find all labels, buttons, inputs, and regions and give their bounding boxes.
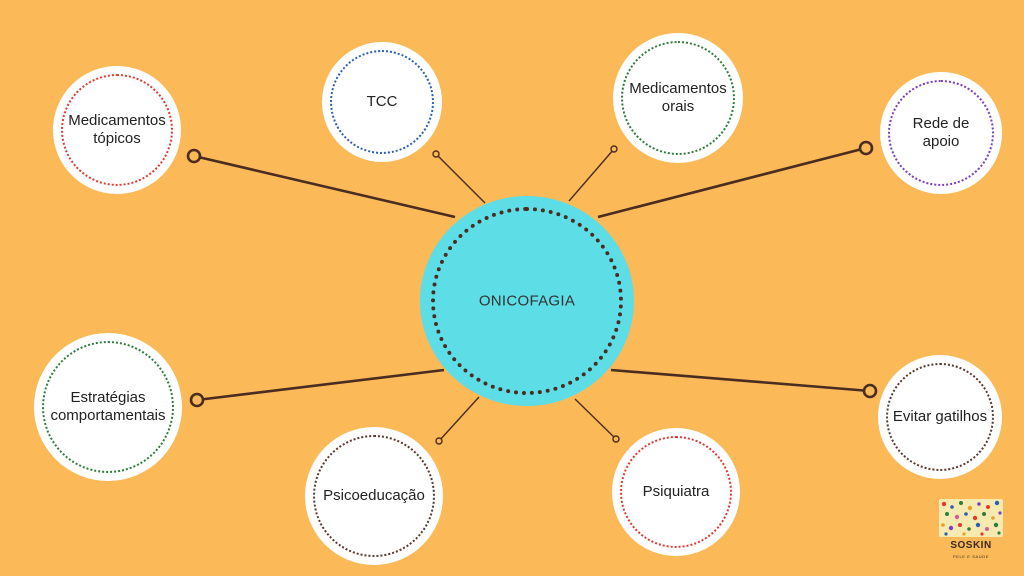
connector-endpoint [435, 437, 443, 445]
connector-rede-de-apoio [597, 140, 874, 219]
node-label: Medicamentos orais [629, 80, 727, 115]
connector-line [568, 148, 615, 202]
connector-endpoint [858, 140, 874, 156]
connector-endpoint [612, 435, 620, 443]
node-label: Evitar gatilhos [892, 408, 988, 425]
connector-estrategias-comportamentais [189, 368, 445, 408]
node-ring [621, 41, 735, 155]
node-medicamentos-topicos: Medicamentos tópicos [53, 66, 181, 194]
node-ring [620, 436, 732, 548]
node-medicamentos-orais: Medicamentos orais [613, 33, 743, 163]
connector-endpoint [432, 150, 440, 158]
center-node-label: ONICOFAGIA [478, 292, 576, 310]
node-ring [888, 80, 994, 186]
connector-endpoint [189, 392, 205, 408]
node-ring [42, 341, 174, 473]
node-tcc: TCC [322, 42, 442, 162]
connector-line [193, 154, 456, 219]
connector-line [435, 153, 486, 204]
connector-line [597, 146, 867, 219]
node-psiquiatra: Psiquiatra [612, 428, 740, 556]
node-rede-de-apoio: Rede de apoio [880, 72, 1002, 194]
node-estrategias-comportamentais: Estratégias comportamentais [34, 333, 182, 481]
connector-psicoeducacao [435, 396, 480, 445]
connector-line [574, 398, 617, 440]
node-label: Psicoeducação [323, 487, 425, 504]
connector-psiquiatra [574, 398, 620, 443]
connector-line [610, 368, 871, 393]
node-psicoeducacao: Psicoeducação [305, 427, 443, 565]
connector-endpoint [862, 383, 878, 399]
node-ring [886, 363, 994, 471]
node-ring [330, 50, 434, 154]
connector-endpoint [610, 145, 618, 153]
logo-tagline: PELE E SAÚDE [952, 554, 990, 559]
soskin-logo: SOSKIN PELE E SAÚDE [939, 499, 1003, 565]
connector-endpoint [186, 148, 202, 164]
connector-medicamentos-topicos [186, 148, 456, 219]
connector-line [196, 368, 445, 402]
node-label: Rede de apoio [912, 115, 970, 150]
node-label: TCC [366, 93, 398, 110]
center-node: ONICOFAGIA [420, 196, 634, 406]
node-ring [61, 74, 173, 186]
connector-evitar-gatilhos [610, 368, 878, 399]
connector-tcc [432, 150, 486, 204]
node-label: Psiquiatra [642, 483, 710, 500]
node-label: Estratégias comportamentais [50, 389, 166, 424]
connector-medicamentos-orais [568, 145, 618, 202]
center-node-ring [431, 207, 623, 395]
logo-brand: SOSKIN [950, 540, 992, 551]
node-evitar-gatilhos: Evitar gatilhos [878, 355, 1002, 479]
logo-pattern [939, 499, 1003, 537]
node-label: Medicamentos tópicos [68, 112, 166, 147]
node-ring [313, 435, 435, 557]
connector-line [438, 396, 480, 442]
